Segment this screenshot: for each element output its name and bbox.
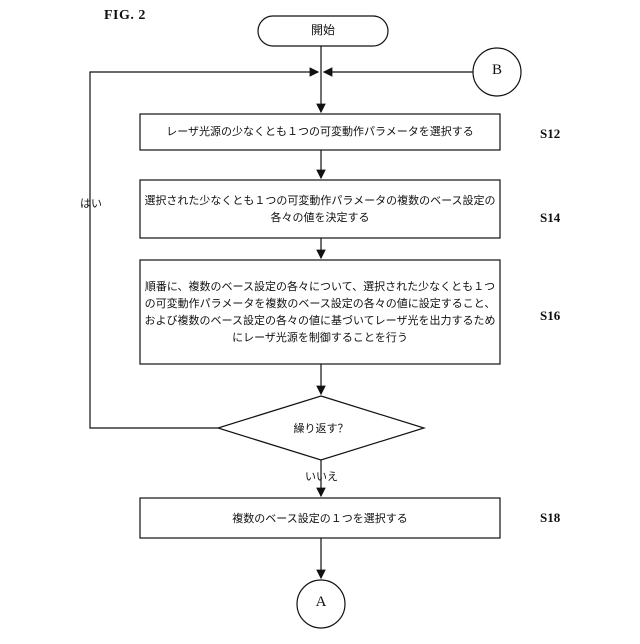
step-s16-line2: の可変動作パラメータを複数のベース設定の各々の値に設定すること、: [140, 295, 500, 312]
step-s18-id: S18: [540, 510, 560, 526]
connector-a-label: A: [297, 594, 345, 611]
figure-label: FIG. 2: [104, 8, 146, 24]
step-s16-line3: および複数のベース設定の各々の値に基づいてレーザ光を出力するため: [140, 312, 500, 329]
step-s14-line2: 各々の値を決定する: [140, 209, 500, 226]
step-s14-id: S14: [540, 210, 560, 226]
step-s18-text: 複数のベース設定の１つを選択する: [140, 510, 500, 527]
connector-b-label: B: [473, 62, 521, 79]
step-s14-text: 選択された少なくとも１つの可変動作パラメータの複数のベース設定の 各々の値を決定…: [140, 192, 500, 226]
decision-no-label: いいえ: [305, 468, 338, 484]
step-s16-text: 順番に、複数のベース設定の各々について、選択された少なくとも１つ の可変動作パラ…: [140, 278, 500, 346]
step-s16-line1: 順番に、複数のベース設定の各々について、選択された少なくとも１つ: [140, 278, 500, 295]
step-s16-line4: にレーザ光源を制御することを行う: [140, 329, 500, 346]
step-s12-id: S12: [540, 126, 560, 142]
decision-text: 繰り返す？: [218, 420, 424, 437]
start-label: 開始: [258, 22, 388, 39]
decision-yes-label: はい: [80, 195, 102, 211]
step-s16-id: S16: [540, 308, 560, 324]
step-s14-line1: 選択された少なくとも１つの可変動作パラメータの複数のベース設定の: [140, 192, 500, 209]
step-s12-text: レーザ光源の少なくとも１つの可変動作パラメータを選択する: [140, 123, 500, 140]
